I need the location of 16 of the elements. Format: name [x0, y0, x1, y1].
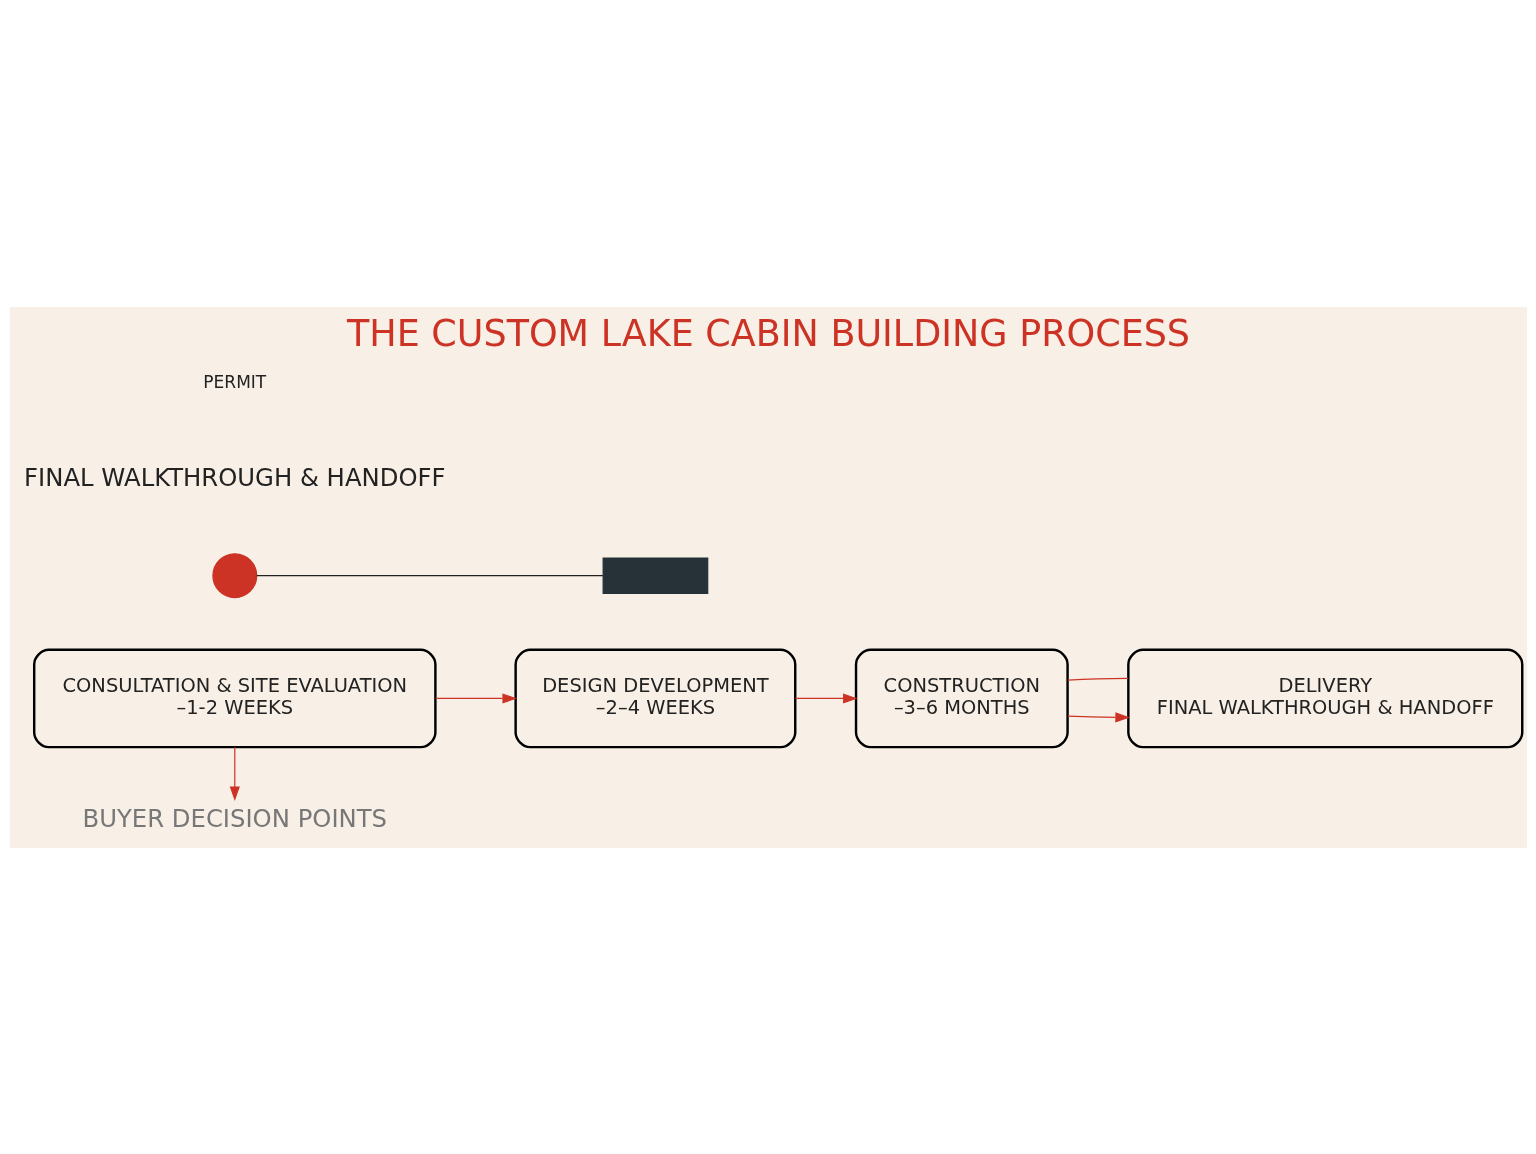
arrow — [229, 746, 240, 801]
label: PERMIT — [202, 371, 266, 392]
connector — [1066, 677, 1129, 681]
node-circle — [211, 552, 257, 598]
node-box: CONSULTATION & SITE EVALUATION –1-2 WEEKS — [32, 648, 437, 748]
node-box: DESIGN DEVELOPMENT –2–4 WEEKS — [513, 648, 796, 748]
node-text: BUYER DECISION POINTS — [82, 803, 387, 833]
arrow — [434, 692, 517, 704]
diagram-title: THE CUSTOM LAKE CABIN BUILDING PROCESS — [346, 311, 1190, 355]
node-box: CONSTRUCTION –3–6 MONTHS — [854, 648, 1069, 748]
arrow — [794, 692, 858, 704]
arrow — [1066, 711, 1130, 722]
node-text: FINAL WALKTHROUGH & HANDOFF — [23, 462, 445, 492]
connector — [255, 574, 603, 576]
node-box — [602, 556, 708, 594]
node-box: DELIVERY FINAL WALKTHROUGH & HANDOFF — [1126, 648, 1523, 748]
